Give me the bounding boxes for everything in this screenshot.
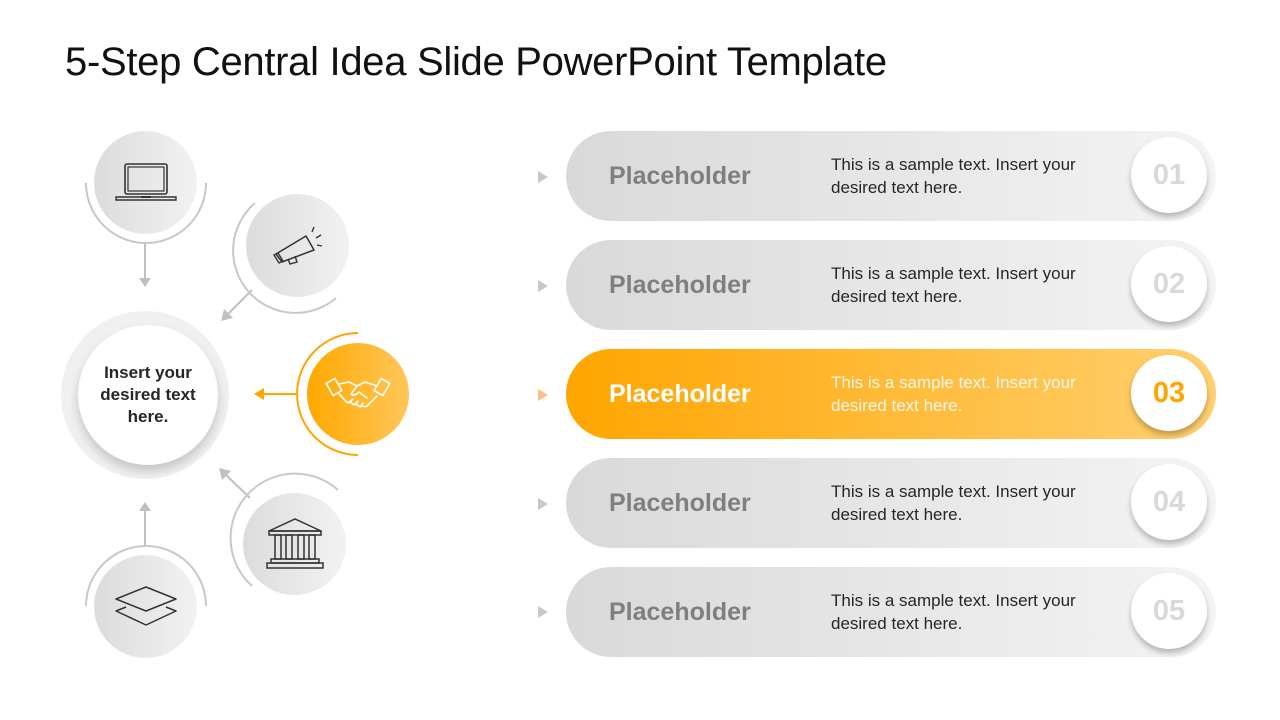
arrow-to-step-4: [368, 498, 548, 510]
step-title: Placeholder: [609, 271, 751, 299]
step-number-badge: 02: [1131, 246, 1207, 322]
arc-megaphone: [232, 202, 337, 314]
arc-layers: [85, 545, 207, 607]
step-2-icon-circle: [246, 194, 349, 297]
step-number-badge: 04: [1131, 464, 1207, 540]
step-description: This is a sample text. Insert your desir…: [831, 264, 1076, 306]
step-bar-1[interactable]: Placeholder This is a sample text. Inser…: [566, 131, 1216, 221]
step-number-badge: 05: [1131, 573, 1207, 649]
step-3-icon-circle: [307, 343, 409, 445]
arrow-handshake-to-center: [254, 388, 297, 400]
arrow-to-step-2: [368, 280, 548, 292]
step-title: Placeholder: [609, 489, 751, 517]
step-number-badge: 03: [1131, 355, 1207, 431]
arc-handshake: [296, 332, 359, 456]
step-bar-2[interactable]: Placeholder This is a sample text. Inser…: [566, 240, 1216, 330]
step-description: This is a sample text. Insert your desir…: [831, 155, 1076, 197]
step-5-icon-circle: [94, 555, 197, 658]
arrow-to-step-5: [243, 606, 548, 618]
layers-icon: [114, 585, 177, 626]
step-description: This is a sample text. Insert your desir…: [831, 482, 1076, 524]
handshake-icon: [325, 377, 391, 408]
step-title: Placeholder: [609, 162, 751, 190]
arc-bank: [229, 472, 339, 587]
arrow-laptop-to-center: [139, 243, 151, 287]
step-1-icon-circle: [94, 131, 197, 234]
step-title: Placeholder: [609, 598, 751, 626]
step-bar-5[interactable]: Placeholder This is a sample text. Inser…: [566, 567, 1216, 657]
arrow-megaphone-to-center: [221, 289, 253, 321]
step-4-icon-circle: [243, 493, 346, 595]
central-idea-text: Insert your desired text here.: [100, 363, 196, 426]
arrow-bank-to-center: [219, 468, 251, 499]
arrow-to-step-1: [243, 171, 548, 183]
arrow-layers-to-center: [139, 502, 151, 545]
central-idea-circle[interactable]: Insert your desired text here.: [78, 325, 218, 465]
arc-laptop: [85, 182, 207, 244]
step-number-badge: 01: [1131, 137, 1207, 213]
arrow-to-step-3: [420, 389, 548, 401]
step-description: This is a sample text. Insert your desir…: [831, 591, 1076, 633]
step-title: Placeholder: [609, 380, 751, 408]
step-bar-3[interactable]: Placeholder This is a sample text. Inser…: [566, 349, 1216, 439]
step-bar-4[interactable]: Placeholder This is a sample text. Inser…: [566, 458, 1216, 548]
bank-building-icon: [265, 518, 324, 569]
slide-title: 5-Step Central Idea Slide PowerPoint Tem…: [65, 40, 887, 84]
step-description: This is a sample text. Insert your desir…: [831, 373, 1076, 415]
megaphone-icon: [272, 226, 322, 265]
laptop-icon: [114, 162, 177, 201]
